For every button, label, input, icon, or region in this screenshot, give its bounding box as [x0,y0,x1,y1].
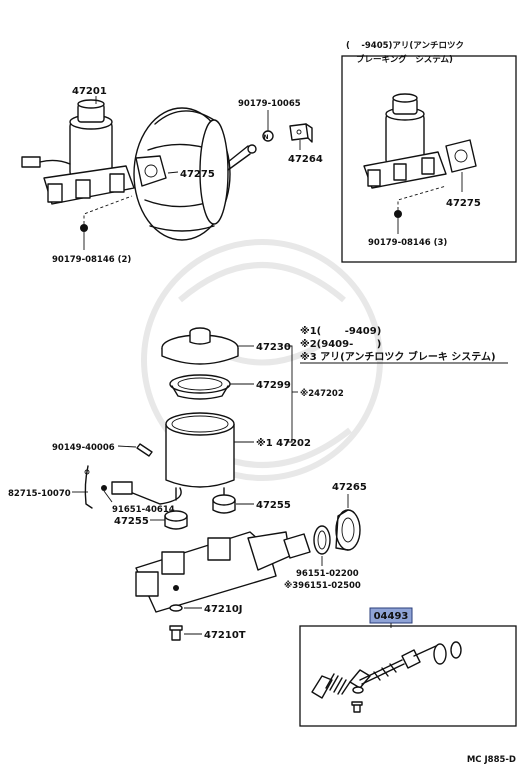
label-396151-02500: ※396151-02500 [284,580,361,591]
label-47230: 47230 [256,342,291,353]
label-247202: ※247202 [300,388,344,399]
inset-caption-line2: ブレーキング システム) [356,54,453,65]
note-1: ※1( -9409) [300,325,381,337]
label-47299: 47299 [256,380,291,391]
abs-inset-labels: ( -9405)アリ(アンチロツク ブレーキング システム) 47275 901… [346,40,481,248]
svg-text:N: N [263,134,268,141]
label-47201: 47201 [72,86,107,97]
label-47210J: 47210J [204,604,243,615]
label-47264: 47264 [288,154,323,165]
lower-labels: 47230 47299 ※247202 ※1 47202 90149-40006… [8,342,367,641]
brake-booster-group: N [21,96,313,250]
repair-kit-group: 04493 [299,607,517,727]
diagram-reference: MC J885-D [467,755,516,765]
master-cylinder-body-group [135,494,361,641]
label-90179-08146-2: 90179-08146 (2) [52,255,131,265]
label-47255-a: 47255 [256,500,291,511]
label-96151-02200: 96151-02200 [296,569,359,579]
notes-block: ※1( -9409) ※2(9409- ) ※3 アリ(アンチロツク ブレーキ … [300,325,508,364]
label-47275: 47275 [180,169,215,180]
note-2: ※2(9409- ) [300,338,381,350]
label-47210T: 47210T [204,630,246,641]
kit-code-label: 04493 [374,611,409,622]
abs-inset-box [341,55,517,263]
label-90179-10065: 90179-10065 [238,99,301,109]
inset-caption-line1: ( -9405)アリ(アンチロツク [346,40,464,51]
label-147202: ※1 47202 [256,437,311,449]
label-90149-40006: 90149-40006 [52,443,115,453]
reservoir-group [72,327,298,530]
inset-label-90179-08146-3: 90179-08146 (3) [368,238,447,248]
note-3: ※3 アリ(アンチロツク ブレーキ システム) [300,350,496,363]
label-82715-10070: 82715-10070 [8,489,71,499]
label-91651-40614: 91651-40614 [112,505,175,515]
label-47265: 47265 [332,482,367,493]
upper-labels: 47201 90179-10065 47264 47275 90179-0814… [52,86,323,265]
label-47255-b: 47255 [114,516,149,527]
inset-label-47275: 47275 [446,198,481,209]
